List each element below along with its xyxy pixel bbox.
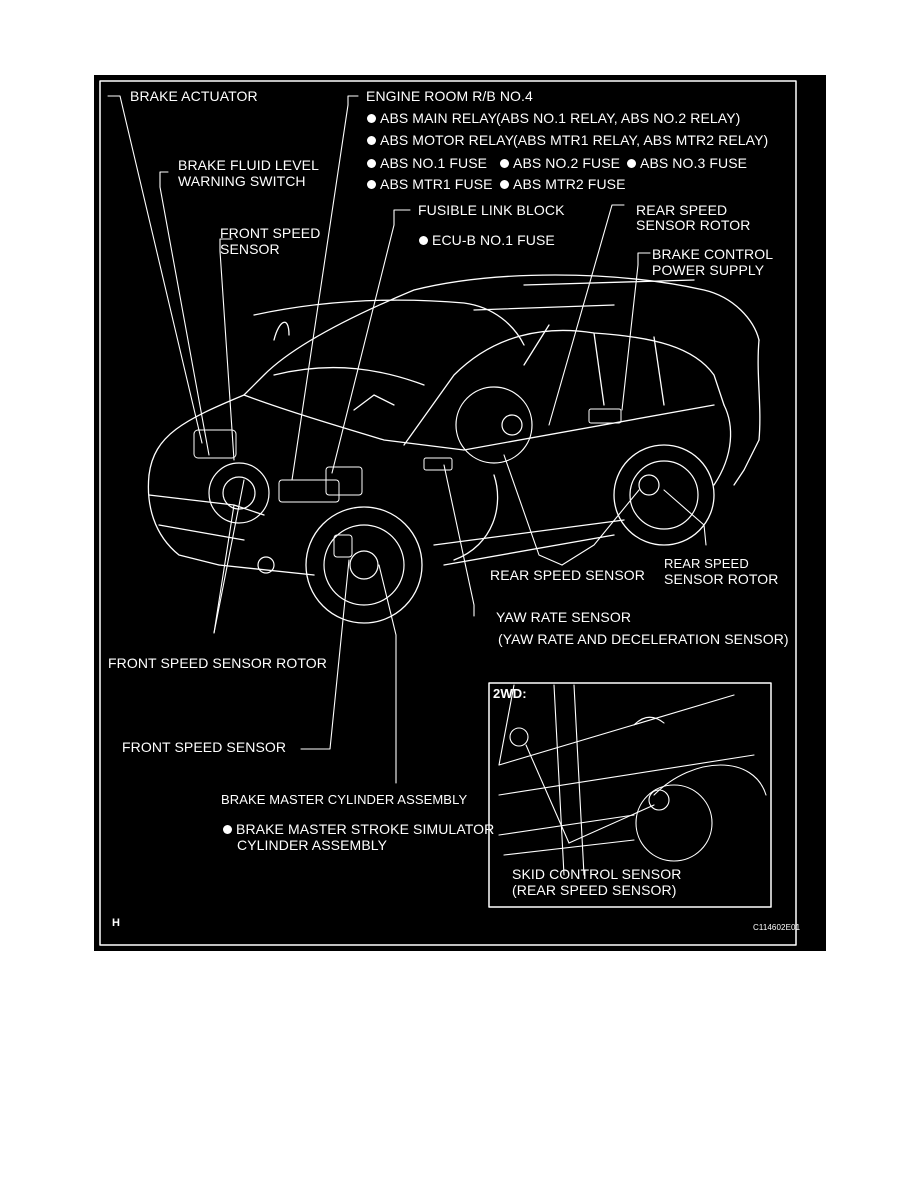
corner-code: H	[112, 917, 121, 929]
inner-border	[99, 80, 797, 946]
car-body	[147, 274, 761, 576]
label-brake-actuator: BRAKE ACTUATOR	[130, 88, 258, 104]
label-yaw-rate-sensor: YAW RATE SENSOR	[496, 609, 632, 625]
label-yaw-rate-detail: (YAW RATE AND DECELERATION SENSOR)	[498, 631, 789, 647]
label-stroke-simulator-line2: CYLINDER ASSEMBLY	[237, 837, 388, 853]
label-brake-control-ps-line2: POWER SUPPLY	[652, 262, 765, 278]
label-front-speed-sensor-rotor: FRONT SPEED SENSOR ROTOR	[108, 655, 327, 671]
inset-skid-sensor-line2: (REAR SPEED SENSOR)	[512, 882, 677, 898]
label-brake-master-cylinder: BRAKE MASTER CYLINDER ASSEMBLY	[221, 792, 468, 807]
label-rear-speed-rotor-top-line2: SENSOR ROTOR	[636, 217, 751, 233]
label-front-speed-sensor-bottom: FRONT SPEED SENSOR	[122, 739, 287, 755]
label-ecu-b-fuse: ECU-B NO.1 FUSE	[419, 232, 555, 249]
label-fluid-switch-line1: BRAKE FLUID LEVEL	[178, 157, 319, 173]
leader-lines	[107, 95, 707, 784]
vehicle-drawing	[99, 80, 797, 946]
label-brake-control-ps-line1: BRAKE CONTROL	[652, 246, 774, 262]
label-abs-motor-relay: ABS MOTOR RELAY	[367, 132, 514, 149]
wheels	[208, 386, 715, 624]
inset-2wd	[488, 682, 772, 908]
label-abs-mtr1-fuse: ABS MTR1 FUSE	[367, 176, 493, 193]
label-rear-speed-sensor: REAR SPEED SENSOR	[490, 567, 645, 583]
inset-title: 2WD:	[493, 686, 527, 701]
label-front-speed-sensor-line1: FRONT SPEED	[220, 225, 321, 241]
label-fluid-switch-line2: WARNING SWITCH	[178, 173, 306, 189]
figure-id: C114602E01	[753, 923, 801, 932]
label-engine-room-rb: ENGINE ROOM R/B NO.4	[366, 88, 533, 104]
label-abs-mtr2-fuse: ABS MTR2 FUSE	[500, 176, 626, 193]
label-abs-main-relay-detail: (ABS NO.1 RELAY, ABS NO.2 RELAY)	[496, 110, 741, 126]
label-fusible-link-block: FUSIBLE LINK BLOCK	[418, 202, 565, 218]
label-rear-speed-rotor-top-line1: REAR SPEED	[636, 202, 728, 218]
label-rear-speed-rotor-bottom-line2: SENSOR ROTOR	[664, 571, 779, 587]
diagram-frame: BRAKE ACTUATOR BRAKE FLUID LEVEL WARNING…	[94, 75, 826, 951]
label-abs-motor-relay-detail: (ABS MTR1 RELAY, ABS MTR2 RELAY)	[513, 132, 769, 148]
label-rear-speed-rotor-bottom-line1: REAR SPEED	[664, 556, 749, 571]
label-abs-no1-fuse: ABS NO.1 FUSE	[367, 155, 487, 172]
label-abs-no3-fuse: ABS NO.3 FUSE	[627, 155, 747, 172]
inset-skid-sensor-line1: SKID CONTROL SENSOR	[512, 866, 682, 882]
components	[193, 408, 622, 558]
label-front-speed-sensor-line2: SENSOR	[220, 241, 280, 257]
label-abs-main-relay: ABS MAIN RELAY	[367, 110, 497, 127]
label-abs-no2-fuse: ABS NO.2 FUSE	[500, 155, 620, 172]
label-stroke-simulator-line1: BRAKE MASTER STROKE SIMULATOR	[223, 821, 494, 838]
